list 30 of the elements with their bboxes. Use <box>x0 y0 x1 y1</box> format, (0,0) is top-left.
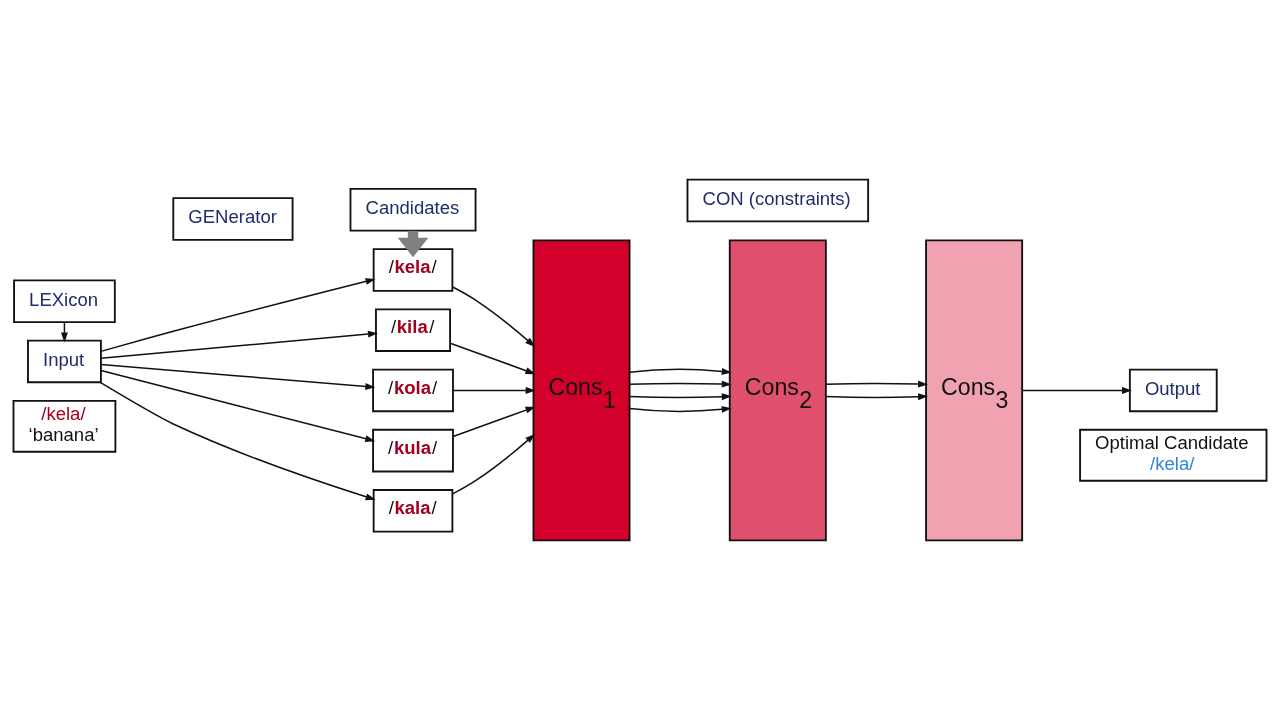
arrow <box>825 380 929 388</box>
node-box: Input <box>27 339 102 384</box>
node-box: /kela/ ‘banana’ <box>12 399 117 453</box>
node-box: /kula/ <box>372 428 454 473</box>
arrow <box>100 363 376 390</box>
node-box: Optimal Candidate /kela/ <box>1079 428 1268 482</box>
arrow <box>100 278 376 353</box>
node-box: /kila/ <box>375 308 451 352</box>
arrow <box>825 393 929 401</box>
arrow <box>451 286 536 347</box>
arrow <box>99 381 376 501</box>
arrow <box>100 330 378 359</box>
arrow <box>628 367 732 375</box>
arrow <box>628 393 732 401</box>
arrow <box>100 369 376 443</box>
node-box: /kala/ <box>372 489 454 533</box>
node-box: /kola/ <box>372 368 454 413</box>
node-box: GENerator <box>172 197 294 241</box>
arrow <box>449 342 536 375</box>
node-box: /kela/ <box>372 248 454 292</box>
arrow <box>451 433 536 495</box>
node-box: Candidates <box>349 187 477 232</box>
arrow <box>452 386 536 394</box>
node-box: CON (constraints) <box>686 178 870 223</box>
arrow <box>1021 386 1132 394</box>
arrow <box>628 405 732 413</box>
node-box: Output <box>1128 368 1218 413</box>
node-box: LEXicon <box>13 279 116 323</box>
arrow <box>452 406 536 438</box>
arrow <box>628 380 732 388</box>
